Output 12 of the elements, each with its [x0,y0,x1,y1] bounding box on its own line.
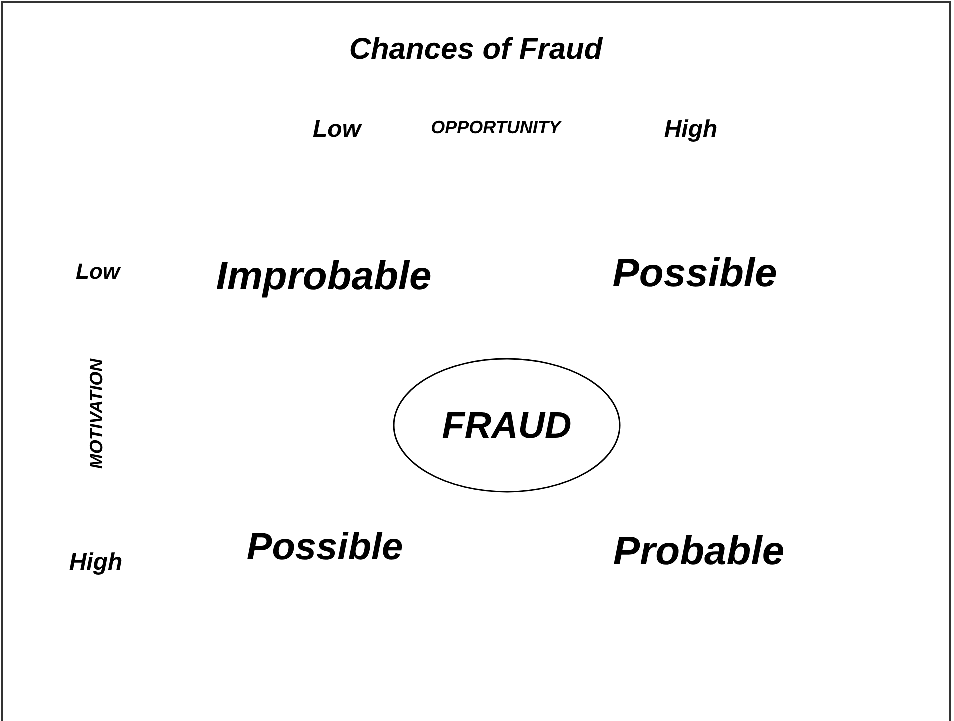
label: High [664,116,718,144]
label: High [69,549,123,577]
label: Improbable [216,254,432,300]
axis-label: MOTIVATION [86,358,108,470]
label: Low [313,116,361,144]
label: Possible [612,252,778,296]
label: Possible [246,526,404,570]
ellipse-node: FRAUD [393,358,621,493]
label: Probable [613,530,785,574]
label: OPPORTUNITY [431,118,561,138]
label: Low [76,259,120,285]
title: Chances of Fraud [348,33,604,67]
